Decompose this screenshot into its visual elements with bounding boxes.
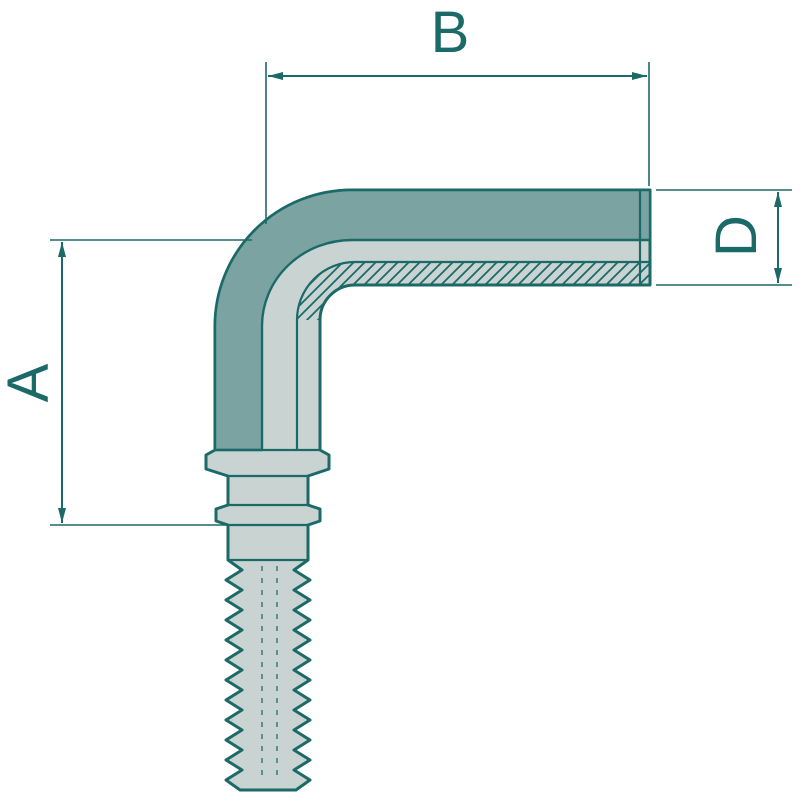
bore-line bbox=[295, 260, 650, 450]
fitting-body bbox=[204, 188, 652, 792]
dimension-a: A bbox=[0, 239, 252, 526]
dimension-d-label: D bbox=[704, 215, 769, 257]
dimension-b: B bbox=[265, 0, 650, 224]
dimension-a-label: A bbox=[0, 363, 61, 402]
section-hatch bbox=[297, 262, 650, 320]
outer-surface-band bbox=[213, 188, 652, 452]
dimension-d: D bbox=[656, 189, 792, 286]
dimension-b-label: B bbox=[431, 0, 470, 65]
